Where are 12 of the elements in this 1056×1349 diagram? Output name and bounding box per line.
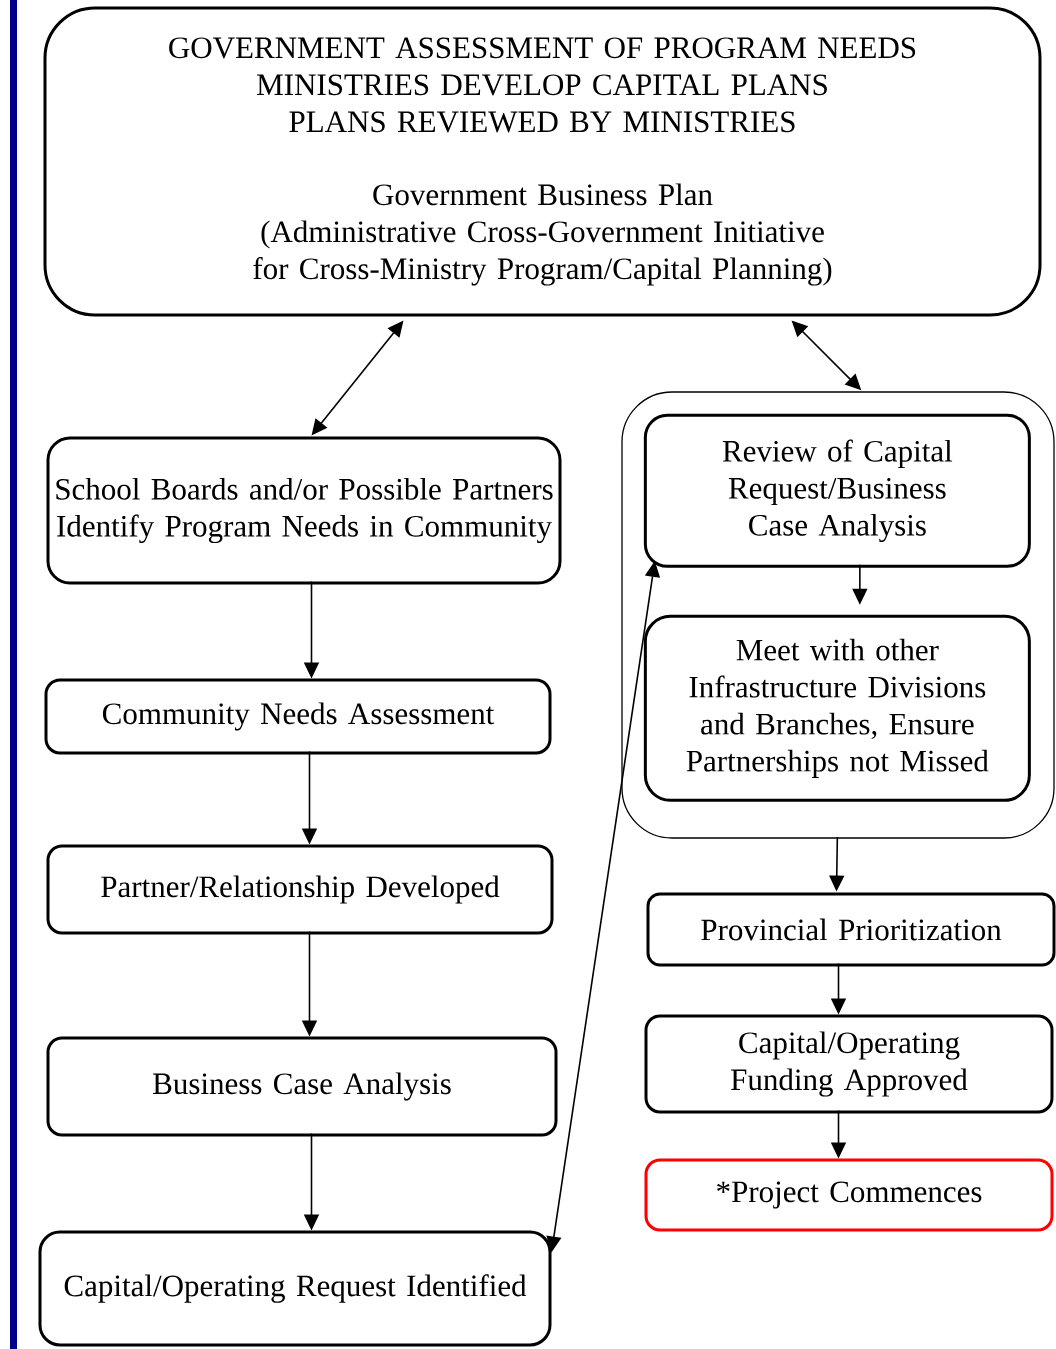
process-box: GOVERNMENT ASSESSMENT OF PROGRAM NEEDS MINISTRIES DEVELOP CAPITAL PLANS PLANS REVIEWED BY MINISTRIES Government Business Plan (Administrative Cross-Government Initiative for Cross-Ministry Program/Capital Planning) [43,6,1042,317]
process-box: Review of Capital Request/Business Case Analysis [643,413,1031,568]
process-box: *Project Commences [644,1158,1054,1232]
process-box: Capital/Operating Funding Approved [644,1014,1054,1114]
process-box: School Boards and/or Possible Partners Identify Program Needs in Community [46,436,562,585]
process-box: Capital/Operating Request Identified [38,1230,552,1347]
process-box: Provincial Prioritization [646,892,1056,967]
process-box: Community Needs Assessment [44,678,552,755]
process-box: Meet with other Infrastructure Divisions and Branches, Ensure Partnerships not Missed [643,614,1031,802]
process-box: Business Case Analysis [46,1036,558,1137]
process-box: Partner/Relationship Developed [46,844,554,935]
group-box [621,391,1055,839]
